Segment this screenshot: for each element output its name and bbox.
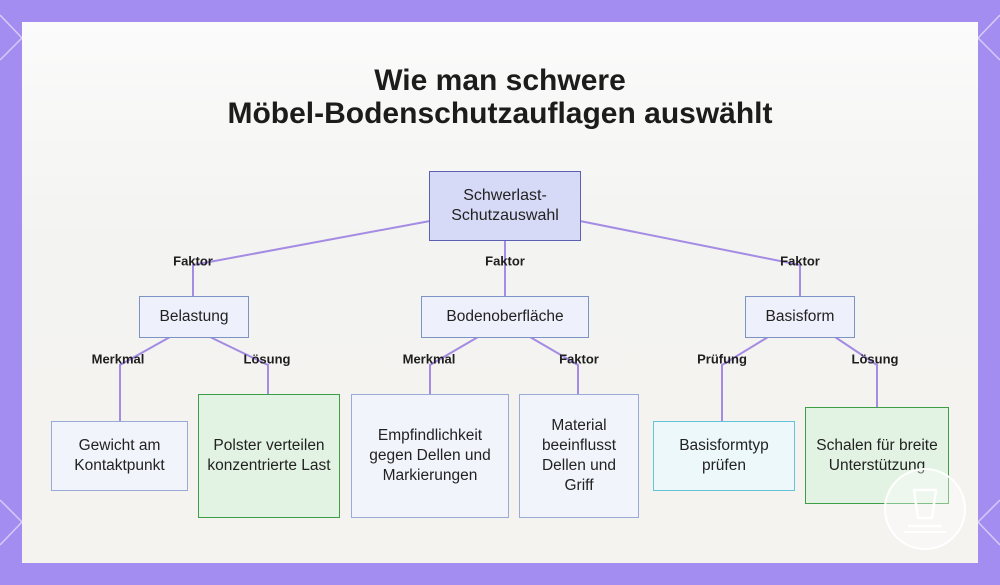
edge-label-polster: Lösung — [243, 351, 291, 367]
node-polster-verteilen: Polster verteilen konzentrierte Last — [198, 394, 340, 518]
edge-label-material: Faktor — [559, 351, 599, 367]
cup-logo-icon — [884, 468, 966, 550]
edge-label-schalen: Lösung — [851, 351, 899, 367]
edge-label-belastung: Faktor — [173, 253, 213, 269]
page-title: Wie man schwere Möbel-Bodenschutzauflage… — [0, 64, 1000, 130]
node-material: Material beeinflusst Dellen und Griff — [519, 394, 639, 518]
node-gewicht-am-kontaktpunkt: Gewicht am Kontaktpunkt — [51, 421, 188, 491]
title-line-1: Wie man schwere — [374, 64, 626, 97]
edge-label-empfindlichkeit: Merkmal — [402, 351, 456, 367]
node-bodenoberflaeche: Bodenoberfläche — [421, 296, 589, 338]
node-belastung: Belastung — [139, 296, 249, 338]
edge-label-basisformtyp: Prüfung — [697, 351, 747, 367]
edge-label-gewicht: Merkmal — [91, 351, 145, 367]
title-line-2: Möbel-Bodenschutzauflagen auswählt — [227, 97, 773, 130]
root-node: Schwerlast- Schutzauswahl — [429, 171, 581, 241]
node-basisformtyp-pruefen: Basisformtyp prüfen — [653, 421, 795, 491]
node-empfindlichkeit: Empfindlichkeit gegen Dellen und Markier… — [351, 394, 509, 518]
node-schalen: Schalen für breite Unterstützung — [805, 407, 949, 504]
node-basisform: Basisform — [745, 296, 855, 338]
edge-label-bodenoberflaeche: Faktor — [485, 253, 525, 269]
edge-label-basisform: Faktor — [780, 253, 820, 269]
